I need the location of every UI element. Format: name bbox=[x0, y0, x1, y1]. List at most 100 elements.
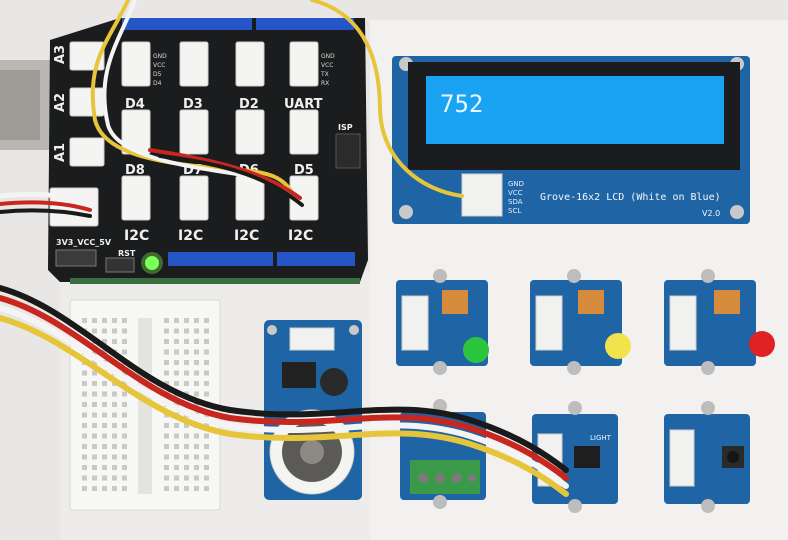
breadboard-hole bbox=[194, 328, 199, 334]
cable-black bbox=[0, 285, 569, 473]
breadboard-hole bbox=[102, 465, 107, 470]
cable-yellow bbox=[0, 315, 569, 497]
led-module-green bbox=[396, 269, 489, 375]
breadboard-hole bbox=[204, 328, 209, 334]
breadboard-hole bbox=[184, 381, 189, 386]
breadboard-hole bbox=[194, 318, 199, 323]
breadboard-hole bbox=[184, 360, 189, 365]
breadboard-hole bbox=[82, 475, 87, 481]
breadboard-hole bbox=[92, 433, 97, 439]
grove-socket-i2c-1 bbox=[121, 175, 151, 221]
breadboard-hole bbox=[112, 391, 117, 397]
label-rst: RST bbox=[118, 249, 136, 258]
breadboard-hole bbox=[122, 412, 127, 418]
breadboard-hole bbox=[92, 486, 97, 491]
lcd-pin-scl: SCL bbox=[508, 207, 521, 215]
breadboard-hole bbox=[164, 454, 169, 460]
breadboard-hole bbox=[164, 465, 169, 470]
breadboard-hole bbox=[174, 370, 179, 376]
button-module bbox=[664, 401, 750, 513]
mini-breadboard bbox=[69, 299, 221, 511]
breadboard-hole bbox=[112, 475, 117, 481]
grove-socket-uart bbox=[289, 41, 319, 87]
breadboard-hole bbox=[102, 412, 107, 418]
breadboard-hole bbox=[92, 318, 97, 323]
breadboard-hole bbox=[204, 475, 209, 481]
breadboard-hole bbox=[82, 444, 87, 449]
breadboard-hole bbox=[184, 444, 189, 449]
breadboard-hole bbox=[164, 475, 169, 481]
breadboard-hole bbox=[92, 360, 97, 365]
grove-socket-i2c-3 bbox=[235, 175, 265, 221]
lcd-pin-gnd: GND bbox=[508, 180, 524, 188]
wire-yellow-top bbox=[90, 0, 298, 206]
lcd-module: 752 GND VCC SDA SCL Grove-16x2 LCD (Whit… bbox=[392, 56, 750, 224]
lcd-screen bbox=[426, 76, 724, 144]
breadboard-hole bbox=[112, 328, 117, 334]
breadboard-hole bbox=[184, 465, 189, 470]
breadboard-hole bbox=[194, 444, 199, 449]
breadboard-hole bbox=[194, 465, 199, 470]
grove-socket-d3-top bbox=[179, 41, 209, 87]
breadboard-hole bbox=[174, 475, 179, 481]
breadboard-hole bbox=[184, 475, 189, 481]
buzzer-capacitor bbox=[320, 368, 348, 396]
breadboard-hole bbox=[184, 318, 189, 323]
breadboard-hole bbox=[92, 444, 97, 449]
header-bottom-right bbox=[277, 252, 355, 266]
breadboard-hole bbox=[204, 370, 209, 376]
grove-socket-a2 bbox=[69, 87, 105, 117]
breadboard-hole bbox=[82, 402, 87, 407]
pin-label-gnd: GND bbox=[153, 53, 167, 60]
breadboard-hole bbox=[184, 423, 189, 428]
buzzer-center bbox=[300, 440, 324, 464]
breadboard-hole bbox=[102, 381, 107, 386]
breadboard-hole bbox=[194, 475, 199, 481]
wire-red-left bbox=[0, 200, 92, 212]
label-a2: A2 bbox=[53, 93, 68, 112]
breadboard-hole bbox=[174, 318, 179, 323]
breadboard-hole bbox=[204, 486, 209, 491]
breadboard-hole bbox=[122, 444, 127, 449]
grove-socket-a1 bbox=[69, 137, 105, 167]
breadboard-hole bbox=[112, 423, 117, 428]
breadboard-hole bbox=[194, 349, 199, 355]
breadboard-hole bbox=[164, 444, 169, 449]
breadboard-hole bbox=[194, 402, 199, 407]
breadboard-hole bbox=[112, 402, 117, 407]
led-red bbox=[749, 331, 775, 357]
pin-label-uart-rx: RX bbox=[321, 80, 329, 87]
pin-label-uart-vcc: VCC bbox=[321, 62, 333, 69]
label-i2c-4: I2C bbox=[288, 228, 313, 244]
breadboard-hole bbox=[102, 486, 107, 491]
buzzer-grove-socket bbox=[289, 327, 335, 351]
label-d8: D8 bbox=[125, 163, 145, 178]
breadboard-hole bbox=[122, 423, 127, 428]
breadboard-hole bbox=[92, 423, 97, 428]
breadboard-hole bbox=[164, 339, 169, 344]
breadboard-hole bbox=[82, 423, 87, 428]
breadboard-hole bbox=[122, 402, 127, 407]
breadboard-hole bbox=[102, 423, 107, 428]
breadboard-hole bbox=[194, 360, 199, 365]
breadboard-hole bbox=[174, 444, 179, 449]
breadboard-hole bbox=[82, 381, 87, 386]
breadboard-hole bbox=[102, 328, 107, 334]
wire-black-left bbox=[0, 208, 92, 218]
breadboard-hole bbox=[82, 465, 87, 470]
breadboard-hole bbox=[122, 339, 127, 344]
light-sensor-chip bbox=[574, 446, 600, 468]
breadboard-hole bbox=[92, 402, 97, 407]
label-d2: D2 bbox=[239, 97, 259, 112]
breadboard-hole bbox=[184, 433, 189, 439]
breadboard-hole bbox=[112, 486, 117, 491]
breadboard-hole bbox=[184, 454, 189, 460]
breadboard-hole bbox=[82, 391, 87, 397]
breadboard-hole bbox=[102, 339, 107, 344]
grove-socket-d2-top bbox=[235, 41, 265, 87]
lcd-display-text: 752 bbox=[440, 90, 483, 118]
led-module-red bbox=[664, 269, 775, 375]
breadboard-hole bbox=[174, 360, 179, 365]
breadboard-hole bbox=[174, 433, 179, 439]
pin-label-uart-gnd: GND bbox=[321, 53, 335, 60]
